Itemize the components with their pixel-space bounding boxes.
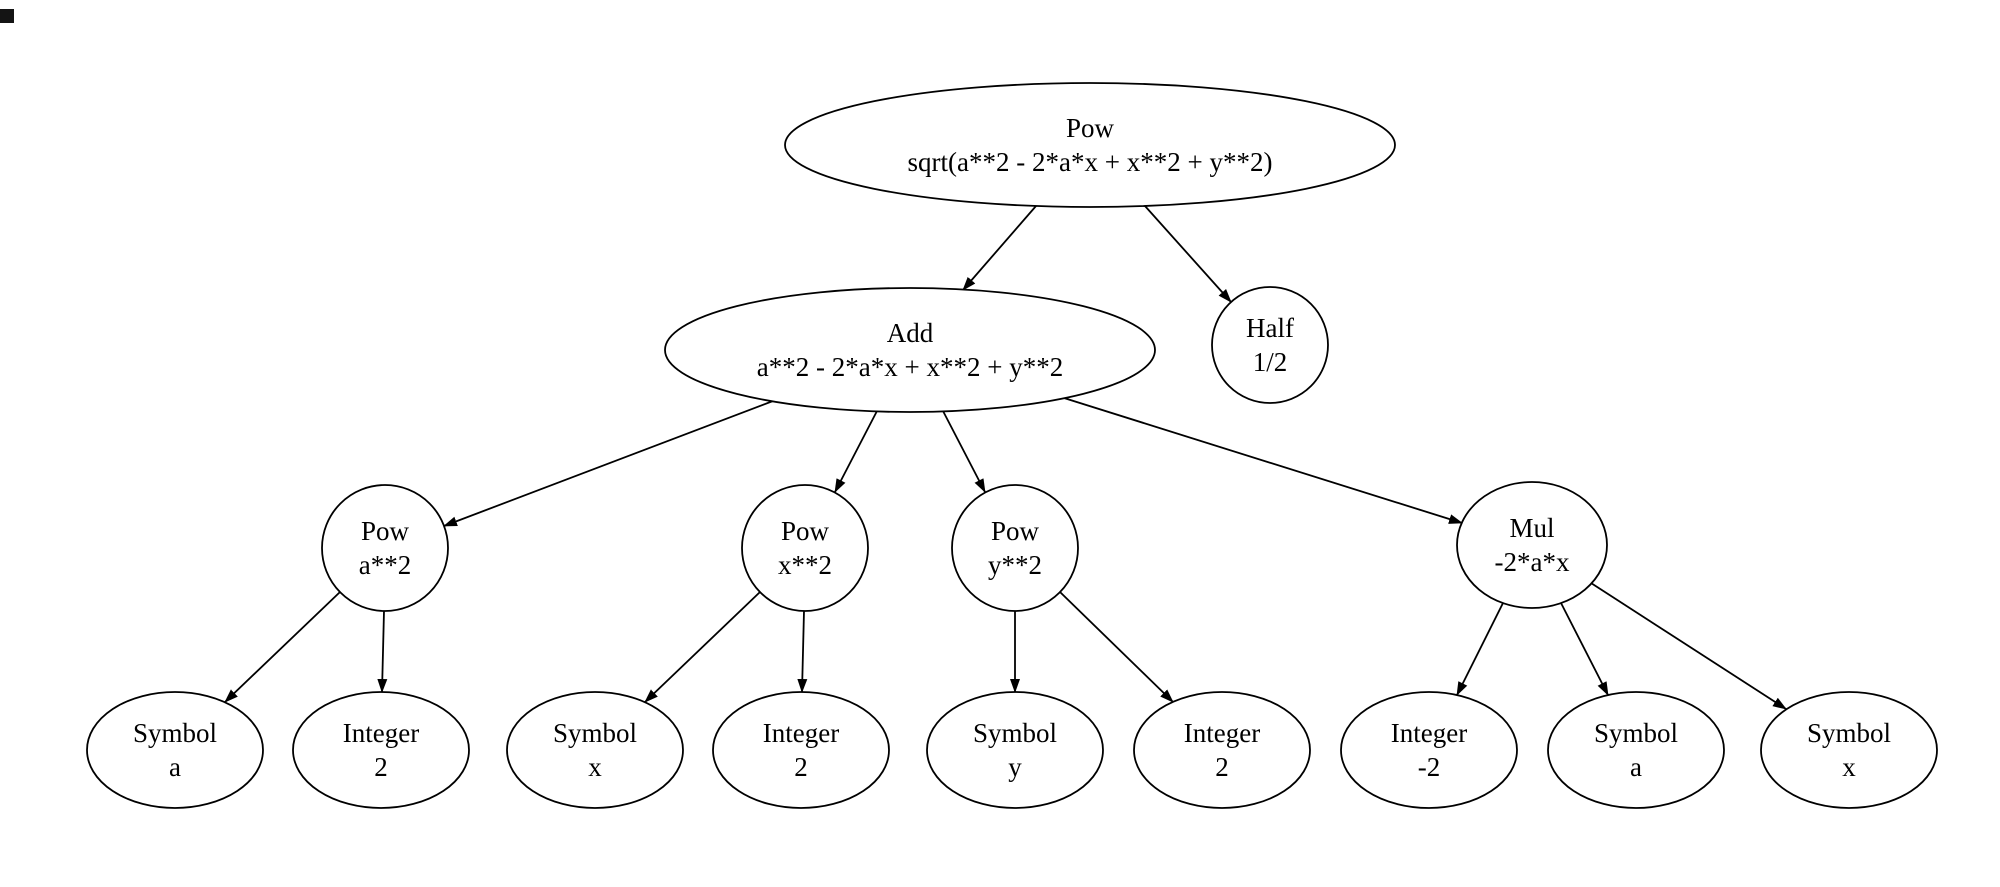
node-mul-op: Mul [1509, 513, 1554, 543]
edge-powy2-int2 [1059, 591, 1174, 703]
node-symbol-a-2: Symbol a [1547, 691, 1725, 809]
node-half-op: Half [1246, 313, 1294, 343]
node-symbol-a-1-type: Symbol [133, 718, 217, 748]
node-pow-a2-expr: a**2 [359, 550, 411, 580]
node-symbol-a-2-type: Symbol [1594, 718, 1678, 748]
node-integer-neg2-shape [1340, 691, 1518, 809]
node-half-shape [1211, 286, 1329, 404]
node-pow-x2-expr: x**2 [778, 550, 832, 580]
node-integer-2-2-type: Integer [763, 718, 839, 748]
edge-add-pow-x2 [834, 410, 878, 493]
node-mul-expr: -2*a*x [1495, 547, 1570, 577]
node-pow-y2: Pow y**2 [951, 484, 1079, 612]
edge-mul-syma [1560, 602, 1609, 696]
node-symbol-x-2-type: Symbol [1807, 718, 1891, 748]
node-pow-x2: Pow x**2 [741, 484, 869, 612]
node-symbol-y-type: Symbol [973, 718, 1057, 748]
edge-mul-symx [1590, 582, 1787, 710]
node-symbol-x-1-type: Symbol [553, 718, 637, 748]
node-integer-2-2-value: 2 [794, 752, 808, 782]
node-pow-a2-shape [321, 484, 449, 612]
node-symbol-a-2-shape [1547, 691, 1725, 809]
node-integer-neg2-value: -2 [1418, 752, 1441, 782]
node-symbol-x-1-value: x [588, 752, 602, 782]
edge-add-pow-y2 [942, 410, 986, 493]
node-integer-neg2-type: Integer [1391, 718, 1467, 748]
node-symbol-x-2: Symbol x [1760, 691, 1938, 809]
node-pow-y2-op: Pow [991, 516, 1040, 546]
node-add: Add a**2 - 2*a*x + x**2 + y**2 [664, 287, 1156, 413]
edge-powa2-int2 [377, 610, 388, 693]
node-half: Half 1/2 [1211, 286, 1329, 404]
node-symbol-x-1-shape [506, 691, 684, 809]
node-integer-2-1: Integer 2 [292, 691, 470, 809]
edge-add-mul [1063, 397, 1463, 524]
edges [224, 205, 1787, 710]
edge-powx2-int2 [797, 610, 808, 693]
node-pow-x2-shape [741, 484, 869, 612]
node-add-op: Add [887, 318, 934, 348]
corner-artifact [0, 9, 14, 23]
edge-mul-intneg2 [1456, 602, 1504, 696]
node-pow-root-shape [784, 82, 1396, 208]
node-mul: Mul -2*a*x [1456, 481, 1608, 609]
node-integer-2-3: Integer 2 [1133, 691, 1311, 809]
node-symbol-y-value: y [1008, 752, 1022, 782]
edge-root-add [962, 205, 1037, 291]
node-half-expr: 1/2 [1253, 347, 1288, 377]
node-pow-x2-op: Pow [781, 516, 830, 546]
edge-add-pow-a2 [443, 400, 774, 527]
node-pow-root: Pow sqrt(a**2 - 2*a*x + x**2 + y**2) [784, 82, 1396, 208]
node-pow-y2-expr: y**2 [988, 550, 1042, 580]
edge-powa2-syma [224, 591, 341, 703]
node-integer-2-2: Integer 2 [712, 691, 890, 809]
node-symbol-y-shape [926, 691, 1104, 809]
node-symbol-a-2-value: a [1630, 752, 1642, 782]
node-integer-2-1-value: 2 [374, 752, 388, 782]
edge-root-half [1144, 205, 1232, 303]
node-mul-shape [1456, 481, 1608, 609]
node-pow-root-expr: sqrt(a**2 - 2*a*x + x**2 + y**2) [908, 147, 1273, 177]
node-integer-2-3-type: Integer [1184, 718, 1260, 748]
node-symbol-a-1-value: a [169, 752, 181, 782]
node-integer-2-2-shape [712, 691, 890, 809]
node-symbol-y: Symbol y [926, 691, 1104, 809]
node-symbol-x-2-value: x [1842, 752, 1856, 782]
node-integer-2-3-shape [1133, 691, 1311, 809]
node-symbol-x-2-shape [1760, 691, 1938, 809]
node-pow-a2-op: Pow [361, 516, 410, 546]
node-pow-y2-shape [951, 484, 1079, 612]
node-pow-root-op: Pow [1066, 113, 1115, 143]
node-integer-2-3-value: 2 [1215, 752, 1229, 782]
node-add-shape [664, 287, 1156, 413]
node-symbol-a-1: Symbol a [86, 691, 264, 809]
node-integer-neg2: Integer -2 [1340, 691, 1518, 809]
edge-powx2-symx [644, 591, 761, 703]
node-integer-2-1-type: Integer [343, 718, 419, 748]
node-symbol-x-1: Symbol x [506, 691, 684, 809]
node-integer-2-1-shape [292, 691, 470, 809]
node-pow-a2: Pow a**2 [321, 484, 449, 612]
node-add-expr: a**2 - 2*a*x + x**2 + y**2 [757, 352, 1063, 382]
node-symbol-a-1-shape [86, 691, 264, 809]
